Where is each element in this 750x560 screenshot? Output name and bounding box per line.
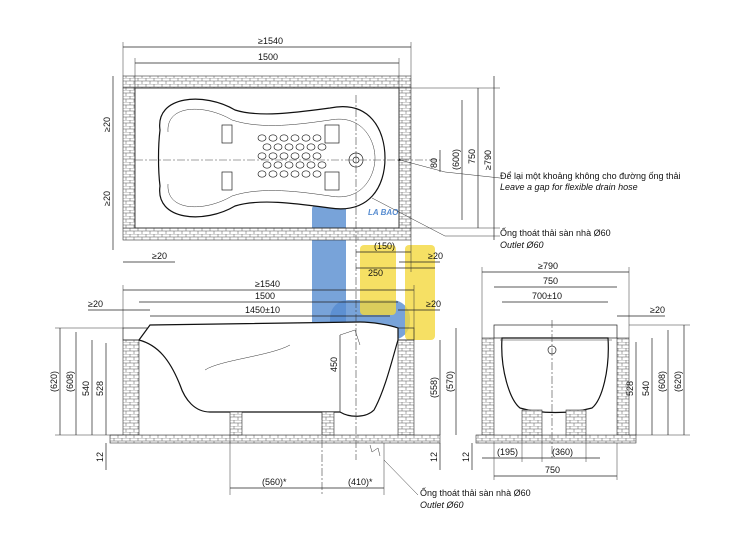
anti-slip-dot [290,134,300,142]
anti-slip-dot [290,152,300,160]
anti-slip-dot [306,143,316,151]
plan-overall-width: ≥1540 [258,36,283,46]
end-h528: 528 [625,381,635,396]
side-left-gap: ≥20 [88,299,103,309]
anti-slip-dot [317,143,327,151]
anti-slip-dot [262,161,272,169]
anti-slip-dot [257,170,267,178]
anti-slip-dot [295,161,305,169]
anti-slip-dot [257,152,267,160]
plan-bottom-gap: ≥20 [152,251,167,261]
outlet-plan-en: Outlet Ø60 [500,240,544,250]
outlet-side-en: Outlet Ø60 [420,500,464,510]
end-right-gap: ≥20 [650,305,665,315]
end-d195: (195) [497,447,518,457]
anti-slip-dot [279,170,289,178]
plan-h790: ≥790 [483,150,493,170]
anti-slip-dot [312,134,322,142]
anti-slip-dot [290,170,300,178]
plan-left-gap-bottom: ≥20 [102,191,112,206]
anti-slip-dot [312,170,322,178]
plan-d150: (150) [374,241,395,251]
side-base12-right: 12 [429,452,439,462]
anti-slip-dot [279,134,289,142]
anti-slip-dot [279,152,289,160]
anti-slip-dot [312,152,322,160]
plan-dimensions: ≥1540 1500 ≥20 ≥20 ≥20 80 (600) 750 ≥790… [102,36,681,278]
anti-slip-dot [306,161,316,169]
side-h620: (620) [49,371,59,392]
plan-tub-width: 1500 [258,52,278,62]
anti-slip-dot [268,152,278,160]
plan-left-gap-top: ≥20 [102,117,112,132]
anti-slip-dot [284,161,294,169]
anti-slip-dot [268,170,278,178]
anti-slip-dot [301,134,311,142]
side-h608: (608) [65,371,75,392]
side-base12-left: 12 [95,452,105,462]
end-base12: 12 [461,452,471,462]
end-overall-width: ≥790 [538,261,558,271]
side-view [109,300,441,495]
side-inner-width: 1450±10 [245,305,280,315]
end-h540: 540 [641,381,651,396]
side-h558: (558) [429,377,439,398]
side-d410: (410)* [348,477,373,487]
watermark-text: LA BAO [368,208,399,217]
side-tub-width: 1500 [255,291,275,301]
anti-slip-dot [262,143,272,151]
anti-slip-dot [317,161,327,169]
anti-slip-dot [273,161,283,169]
anti-slip-dots [257,134,327,178]
side-h528: 528 [95,381,105,396]
side-h570: (570) [445,371,455,392]
anti-slip-dot [301,170,311,178]
anti-slip-dot [273,143,283,151]
side-overall-width: ≥1540 [255,279,280,289]
side-h450: 450 [329,357,339,372]
plan-view [122,75,440,300]
anti-slip-dot [257,134,267,142]
end-view [475,320,637,460]
side-h540: 540 [81,381,91,396]
plan-h80: 80 [429,158,439,168]
end-h620: (620) [673,371,683,392]
anti-slip-dot [301,152,311,160]
end-bottom-width: 750 [545,465,560,475]
gap-note-en: Leave a gap for flexible drain hose [500,182,638,192]
plan-h750: 750 [467,149,477,164]
plan-right-gap: ≥20 [428,251,443,261]
end-d360: (360) [552,447,573,457]
outlet-side-vi: Ống thoát thải sàn nhà Ø60 [420,487,531,498]
end-inner-width: 700±10 [532,291,562,301]
outlet-plan-vi: Ống thoát thải sàn nhà Ø60 [500,227,611,238]
end-h608: (608) [657,371,667,392]
gap-note-vi: Để lại một khoảng không cho đường ống th… [500,171,681,181]
end-tub-width: 750 [543,276,558,286]
side-d560: (560)* [262,477,287,487]
plan-d250: 250 [368,268,383,278]
side-right-gap: ≥20 [426,299,441,309]
plan-h600: (600) [451,149,461,170]
end-dimensions: ≥790 750 700±10 ≥20 528 540 (608) (620) … [461,261,690,480]
side-dimensions: ≥1540 1500 1450±10 ≥20 ≥20 (620) (608) 5… [49,279,531,510]
anti-slip-dot [284,143,294,151]
anti-slip-dot [295,143,305,151]
anti-slip-dot [268,134,278,142]
